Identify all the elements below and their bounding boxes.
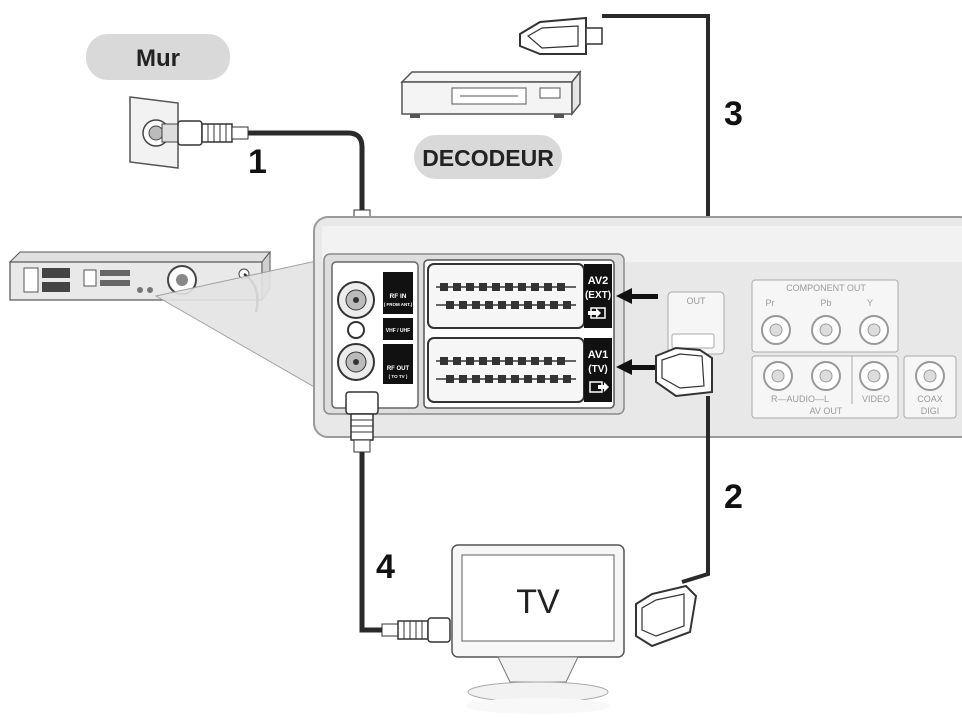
scart-pin	[440, 283, 448, 291]
av1-tv-label: (TV)	[588, 364, 607, 375]
av1-scart-pins	[436, 357, 576, 383]
scart-pin	[518, 357, 526, 365]
pr-label: Pr	[766, 298, 775, 308]
scart-pin	[453, 283, 461, 291]
rf-out-label: RF OUT	[387, 366, 410, 372]
scart-in-icon	[588, 307, 606, 319]
video-label: VIDEO	[862, 394, 890, 404]
rf-in-label: RF IN	[390, 293, 407, 300]
scart-block: AV2 (EXT) AV1 (TV)	[423, 259, 615, 409]
av-out-label: AV OUT	[810, 406, 843, 416]
scart-pin	[446, 375, 454, 383]
scart-pin	[498, 375, 506, 383]
scart-pin	[479, 283, 487, 291]
av2-label: AV2	[588, 275, 609, 287]
step-4-label: 4	[376, 548, 395, 586]
scart-pin	[550, 375, 558, 383]
component-out-block: COMPONENT OUT Pr Pb Y	[751, 279, 899, 353]
tv-device: TV	[451, 544, 625, 714]
y-label: Y	[867, 298, 873, 308]
wall-label: Mur	[136, 45, 180, 72]
step-2-label: 2	[724, 478, 743, 516]
scart-pin	[498, 301, 506, 309]
scart-pin	[511, 375, 519, 383]
scart-pin	[524, 375, 532, 383]
scart-pin	[459, 301, 467, 309]
scart-pin	[453, 357, 461, 365]
rf-out-sub-label: ( TO TV )	[389, 374, 408, 379]
scart-pin	[492, 357, 500, 365]
scart-pin	[537, 301, 545, 309]
rf-in-sub-label: ( FROM ANT.)	[384, 302, 413, 307]
scart-pin	[557, 357, 565, 365]
av2-ext-label: (EXT)	[585, 290, 611, 301]
digi-label: DIGI	[921, 406, 940, 416]
antenna-cable-4	[345, 391, 451, 643]
scart-pin	[466, 357, 474, 365]
scart-pin	[531, 357, 539, 365]
scart-pin	[531, 283, 539, 291]
scart-pin	[563, 375, 571, 383]
scart-pin	[466, 283, 474, 291]
audio-label: R—AUDIO—L	[771, 394, 829, 404]
scart-pin	[537, 375, 545, 383]
scart-pin	[505, 283, 513, 291]
step-1-label: 1	[248, 143, 267, 181]
scart-pin	[524, 301, 532, 309]
scart-pin	[440, 357, 448, 365]
scart-pin	[492, 283, 500, 291]
out-label: OUT	[687, 296, 707, 306]
decoder-device	[400, 69, 582, 118]
coax-label: COAX	[917, 394, 943, 404]
pb-label: Pb	[820, 298, 831, 308]
decoder-label-pill: DECODEUR	[414, 135, 562, 179]
scart-pin	[563, 301, 571, 309]
scart-pin	[485, 301, 493, 309]
vhf-uhf-label: VHF / UHF	[386, 328, 410, 334]
scart-pin	[557, 283, 565, 291]
component-out-label: COMPONENT OUT	[786, 283, 866, 293]
wall-socket	[129, 96, 181, 169]
scart-pin	[518, 283, 526, 291]
av1-label: AV1	[588, 349, 609, 361]
scart-pin	[479, 357, 487, 365]
scart-pin	[446, 301, 454, 309]
scart-pin	[472, 301, 480, 309]
decoder-label: DECODEUR	[422, 145, 554, 171]
tv-label: TV	[516, 583, 560, 621]
arrows	[616, 288, 658, 375]
scart-pin	[550, 301, 558, 309]
rf-block: RF IN ( FROM ANT.) VHF / UHF RF OUT ( TO…	[331, 261, 419, 409]
scart-pin	[544, 357, 552, 365]
scart-pin	[511, 301, 519, 309]
scart-cable-2	[635, 346, 713, 648]
scart-out-icon	[589, 381, 609, 393]
scart-pin	[485, 375, 493, 383]
step-3-label: 3	[724, 95, 743, 133]
scart-pin	[544, 283, 552, 291]
digital-out-block: COAX DIGI	[903, 355, 957, 419]
av-out-block: R—AUDIO—L VIDEO AV OUT	[751, 355, 899, 419]
scart-pin	[472, 375, 480, 383]
av2-scart-pins	[436, 283, 576, 309]
scart-pin	[505, 357, 513, 365]
hdmi-area: OUT	[667, 291, 725, 355]
scart-pin	[459, 375, 467, 383]
wall-label-pill: Mur	[86, 34, 230, 80]
